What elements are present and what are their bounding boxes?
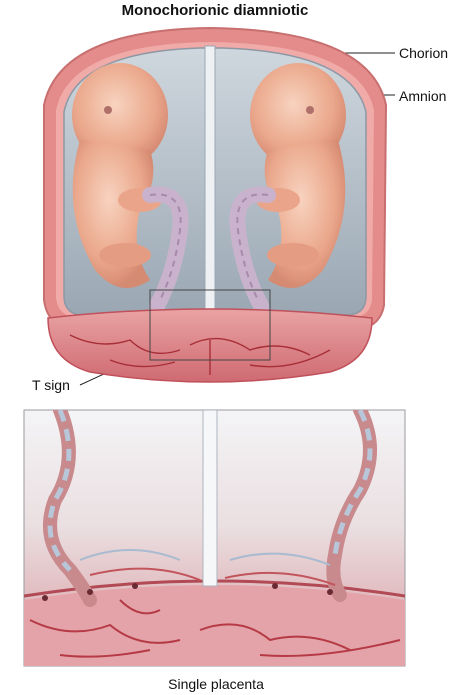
umbilical-cord-left-twist <box>149 193 182 301</box>
umbilical-cord-right-twist <box>236 193 269 301</box>
panel-dividing-membrane <box>202 410 218 587</box>
dividing-membrane <box>204 45 216 319</box>
fetus-right <box>250 63 346 288</box>
amnion-label: Amnion <box>399 88 447 104</box>
panel-cord-right-wrap <box>332 410 373 556</box>
panel-vessel-dots <box>42 583 333 601</box>
magnified-panel <box>23 409 406 667</box>
single-placenta-label: Single placenta <box>168 676 264 692</box>
placenta-top-vessels <box>69 334 331 375</box>
figure-title: Monochorionic diamniotic <box>121 2 309 19</box>
t-sign-label: T sign <box>32 377 70 393</box>
panel-cord-left-wrap <box>47 410 72 572</box>
zoom-region-box <box>149 289 271 361</box>
chorion-label: Chorion <box>399 45 449 61</box>
fetus-left <box>72 63 168 288</box>
panel-placental-vessels <box>29 599 401 658</box>
panel-surface-vessels <box>79 549 336 586</box>
